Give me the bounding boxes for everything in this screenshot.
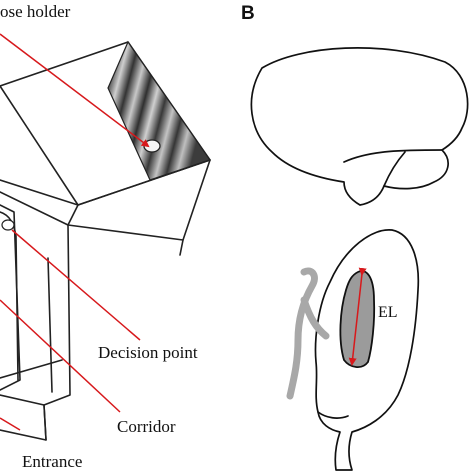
nose-hole — [143, 139, 161, 153]
chamber-front-edge — [182, 159, 211, 241]
chamber-inner-edge — [67, 204, 79, 226]
corridor-right-inner — [47, 257, 53, 393]
corridor-label: Corridor — [117, 417, 176, 436]
corridor-divider — [0, 211, 19, 381]
decision-point-label: Decision point — [98, 343, 198, 362]
corridor-floor-line — [0, 359, 63, 379]
brain-lateral-cerebellum-line — [383, 151, 406, 187]
panel-a-apparatus — [0, 33, 211, 441]
el-label: EL — [378, 304, 398, 321]
el-length-arrow — [348, 267, 367, 366]
brain-section-fold — [317, 411, 349, 419]
gray-tract-branch — [300, 296, 330, 340]
grating-stimulus-panel — [107, 40, 211, 181]
brain-section-outline — [314, 229, 420, 471]
decision-point-marker — [1, 219, 15, 231]
entrance-label: Entrance — [22, 452, 82, 471]
decision-point-arrow — [11, 229, 141, 341]
corridor-arrow — [0, 299, 121, 413]
brain-lateral-outline — [250, 47, 469, 206]
brain-lateral-sulcus — [343, 149, 443, 163]
chamber-floor-line — [0, 159, 211, 206]
nose-holder-arrow — [0, 33, 150, 148]
chamber-left-base — [0, 191, 69, 226]
gray-tract-structure — [286, 267, 318, 400]
chamber-base-edge — [67, 224, 184, 256]
entrance-block — [0, 394, 47, 441]
nose-holder-label: ose holder — [0, 2, 71, 21]
panel-b-letter: B — [241, 3, 255, 24]
entrance-arrow — [0, 417, 21, 431]
